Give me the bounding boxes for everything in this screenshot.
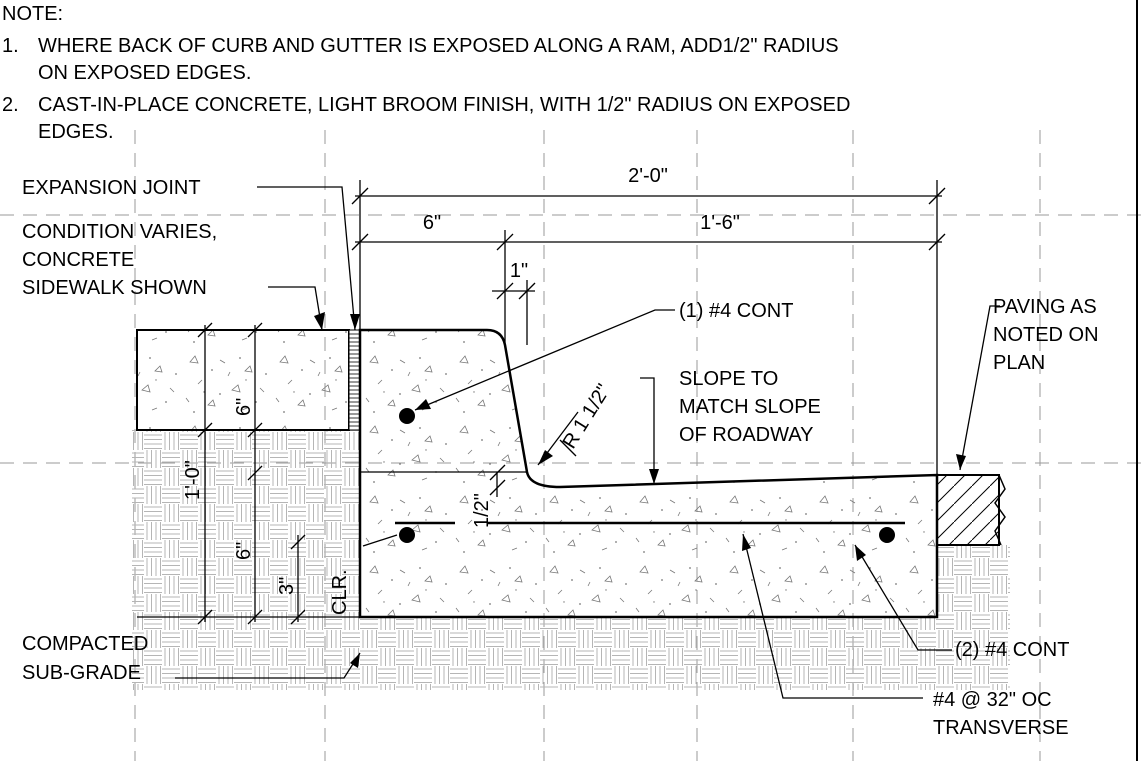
dim-batter: 1"	[510, 260, 528, 282]
callout-transverse-line-2: TRANSVERSE	[933, 717, 1069, 739]
callout-paving-line-1: PAVING AS	[993, 296, 1097, 318]
notes-block: NOTE: 1. WHERE BACK OF CURB AND GUTTER I…	[2, 3, 850, 143]
bottom-bar-right-circle	[879, 527, 895, 543]
roadway-paving	[937, 474, 1006, 546]
callout-condition-line-1: CONDITION VARIES,	[22, 221, 217, 243]
note-1-number: 1.	[2, 35, 19, 57]
dim-clearance-label: CLR.	[329, 569, 351, 615]
dim-gutter-width: 1'-6"	[700, 212, 740, 234]
arrow-heads	[314, 312, 966, 668]
note-2-number: 2.	[2, 94, 19, 116]
sidewalk-slab	[136, 329, 350, 431]
callout-slope-line-1: SLOPE TO	[679, 368, 778, 390]
dim-curb-radius: R 1 1/2"	[559, 380, 616, 452]
note-2-line-1: CAST-IN-PLACE CONCRETE, LIGHT BROOM FINI…	[38, 94, 850, 116]
callout-slope-line-2: MATCH SLOPE	[679, 396, 821, 418]
note-1-line-2: ON EXPOSED EDGES.	[38, 62, 251, 84]
callout-paving-line-2: NOTED ON	[993, 324, 1099, 346]
notes-heading: NOTE:	[2, 3, 63, 25]
callout-transverse-line-1: #4 @ 32" OC	[933, 689, 1052, 711]
note-1-line-1: WHERE BACK OF CURB AND GUTTER IS EXPOSED…	[38, 35, 839, 57]
expansion-joint-filler	[348, 329, 361, 431]
callout-subgrade-line-2: SUB-GRADE	[22, 662, 141, 684]
subgrade-fill	[132, 430, 1010, 690]
top-bar-circle	[399, 408, 415, 424]
callout-slope-line-3: OF ROADWAY	[679, 424, 813, 446]
callout-bottom-bars: (2) #4 CONT	[955, 639, 1069, 661]
dimension-lines	[137, 180, 946, 625]
bottom-bar-left-circle	[399, 527, 415, 543]
callout-expansion-joint: EXPANSION JOINT	[22, 177, 201, 199]
dim-total-height: 1'-0"	[182, 460, 204, 500]
leader-lines	[175, 186, 1000, 699]
note-2-line-2: EDGES.	[38, 121, 114, 143]
dim-overall-width: 2'-0"	[628, 165, 668, 187]
dim-clearance: 3"	[276, 577, 298, 595]
callout-subgrade-line-1: COMPACTED	[22, 633, 148, 655]
callout-paving-line-3: PLAN	[993, 352, 1045, 374]
dim-gutter-drop: 1/2"	[471, 493, 493, 528]
dim-gutter-depth: 6"	[233, 542, 255, 560]
rebar	[395, 408, 905, 543]
curb-gutter-section	[358, 328, 939, 619]
dim-curb-width: 6"	[423, 212, 441, 234]
callout-top-bar: (1) #4 CONT	[679, 300, 793, 322]
callout-condition-line-2: CONCRETE	[22, 249, 134, 271]
dim-sidewalk-depth: 6"	[233, 398, 255, 416]
callout-labels: EXPANSION JOINT CONDITION VARIES, CONCRE…	[22, 177, 1099, 739]
callout-condition-line-3: SIDEWALK SHOWN	[22, 277, 207, 299]
